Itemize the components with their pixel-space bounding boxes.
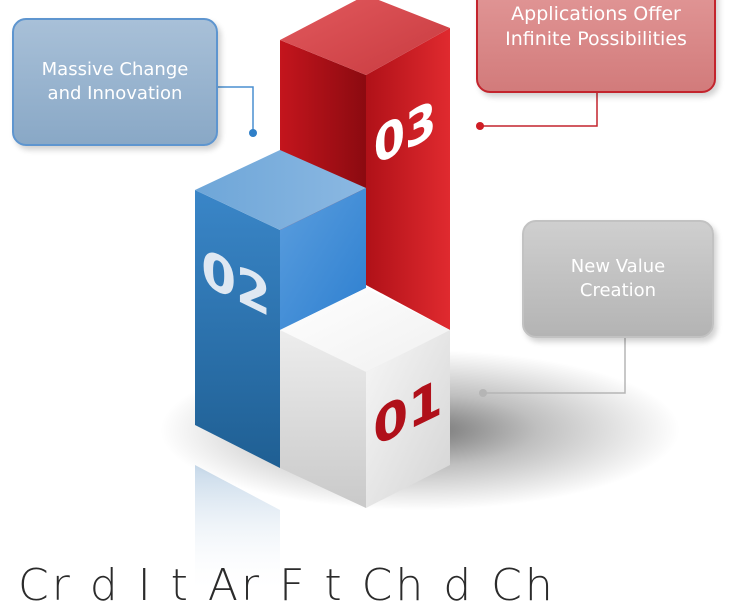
connector-massive bbox=[218, 86, 257, 137]
footer-title: Cr d I t Ar F t Ch d Ch bbox=[18, 560, 556, 611]
callout-massive-line1: Massive Change bbox=[41, 58, 189, 80]
bar-01-right-face bbox=[366, 330, 450, 508]
diagram-stage: 03 02 01 Massive Change and Innovation A… bbox=[12, 0, 716, 611]
callout-massive-change: Massive Change and Innovation bbox=[12, 18, 218, 146]
connector-new-value bbox=[479, 338, 626, 397]
bar-03-front-face bbox=[366, 28, 450, 330]
bar-02-right-face bbox=[280, 188, 366, 330]
bar-graphic: 03 02 01 bbox=[160, 0, 680, 595]
callout-massive-line2: and Innovation bbox=[47, 83, 183, 104]
bar-01-left-face bbox=[280, 330, 366, 508]
callout-new-value: New Value Creation bbox=[522, 220, 714, 338]
callout-new-value-line1: New Value bbox=[570, 255, 666, 277]
connector-applications bbox=[476, 93, 598, 130]
callout-applications: Applications Offer Infinite Possibilitie… bbox=[476, 0, 716, 93]
callout-new-value-line2: Creation bbox=[579, 280, 657, 301]
callout-applications-line1: Applications Offer bbox=[511, 2, 681, 25]
bar-03-top-face bbox=[280, 0, 450, 75]
bar-01-top-face bbox=[280, 288, 450, 372]
callout-applications-line2: Infinite Possibilities bbox=[505, 28, 687, 51]
bar-02-left-face bbox=[195, 190, 280, 468]
bar-02-top-face bbox=[195, 150, 366, 230]
